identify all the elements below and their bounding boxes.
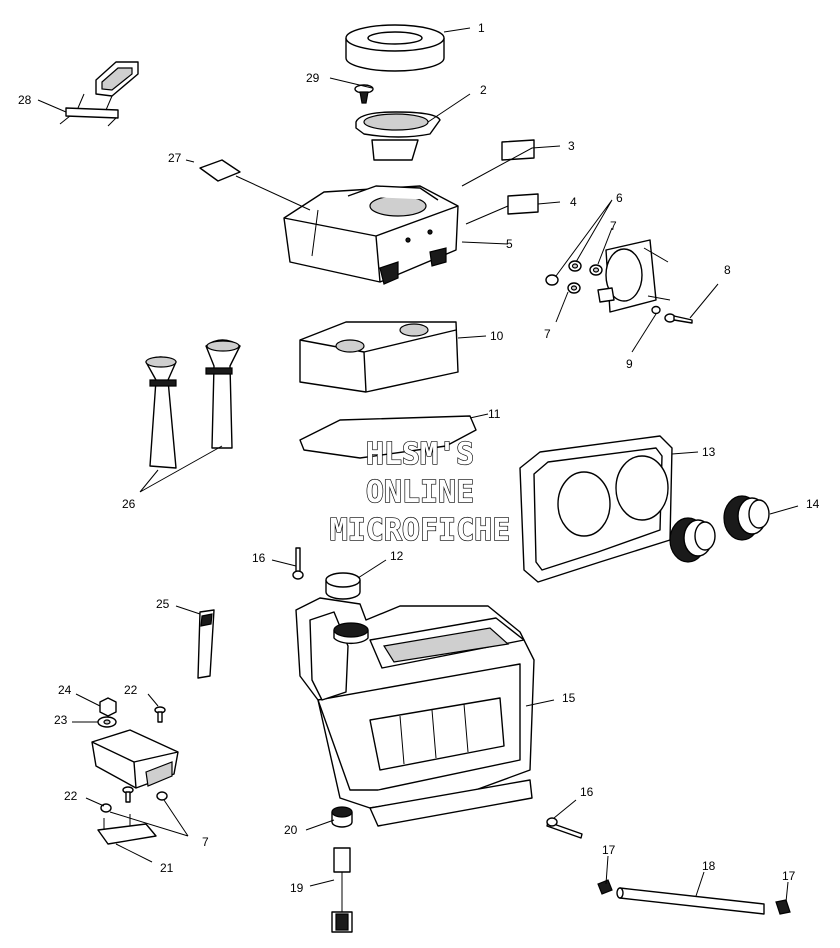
part-solenoid-bracket [597,239,671,313]
part-14-boots [669,495,770,563]
callout-24: 24 [58,683,72,697]
callout-7c: 7 [202,835,209,849]
part-22-bolt-a [154,706,166,723]
watermark-line-3: MICROFICHE [330,513,511,548]
callout-10: 10 [490,329,504,343]
callout-7b: 7 [544,327,551,341]
part-16-bolt [292,547,304,580]
part-13-faceplate [519,435,673,583]
callout-7a: 7 [610,219,617,233]
callout-3: 3 [568,139,575,153]
part-8-screw [664,313,693,324]
callout-22b: 22 [64,789,78,803]
part-18-tube [616,887,765,915]
callout-9: 9 [626,357,633,371]
callout-22a: 22 [124,683,138,697]
part-10-foam-filter [299,321,459,393]
part-27-decal [199,159,241,182]
part-21-bracket [97,814,157,845]
watermark-line-2: ONLINE [366,475,474,510]
leader-lines [37,27,799,903]
part-23-washer [97,716,117,728]
callout-18: 18 [702,859,716,873]
part-6-7-washers [545,260,661,315]
callout-15: 15 [562,691,576,705]
callout-19: 19 [290,881,304,895]
callout-28: 28 [18,93,32,107]
part-17-clamps [597,879,791,915]
callout-4: 4 [570,195,577,209]
part-22-bolt-b [122,786,134,803]
part-15-airbox-tray [295,597,535,827]
part-5-airbox-cover [283,185,459,285]
callout-11: 11 [488,407,501,421]
callout-12: 12 [390,549,404,563]
part-3-decal [501,139,535,161]
callout-8: 8 [724,263,731,277]
part-24-nut [99,697,117,717]
callout-26: 26 [122,497,136,511]
part-module [91,729,179,789]
watermark-line-1: HLSM'S [366,437,474,472]
part-1-foam-ring [345,24,445,72]
callout-2: 2 [480,83,487,97]
callout-16b: 16 [580,785,594,799]
part-16-bolt-b [546,817,583,839]
callout-5: 5 [506,237,513,251]
callout-1: 1 [478,21,485,35]
callout-21: 21 [160,861,174,875]
watermark: HLSM'S ONLINE MICROFICHE [329,436,511,548]
callout-25: 25 [156,597,170,611]
part-4-decal [507,193,539,215]
callout-14: 14 [806,497,820,511]
callout-27: 27 [168,151,182,165]
callout-17b: 17 [782,869,796,883]
part-19-drain-tube [331,847,353,933]
part-11-gasket [299,415,477,459]
part-7-washers-left [100,791,168,813]
callout-labels: 1 2 3 4 5 6 7 7 7 8 9 10 11 12 13 14 15 … [18,21,820,895]
callout-6: 6 [616,191,623,205]
part-20-grommet [331,806,353,828]
callout-13: 13 [702,445,716,459]
part-28-bracket [59,61,139,127]
callout-23: 23 [54,713,68,727]
callout-16a: 16 [252,551,266,565]
part-2-intake-adapter [355,111,441,161]
callout-29: 29 [306,71,320,85]
callout-20: 20 [284,823,298,837]
part-26-intake-horns [145,339,241,469]
callout-17a: 17 [602,843,616,857]
part-25-strap [197,609,215,679]
part-12-cap [325,572,361,600]
